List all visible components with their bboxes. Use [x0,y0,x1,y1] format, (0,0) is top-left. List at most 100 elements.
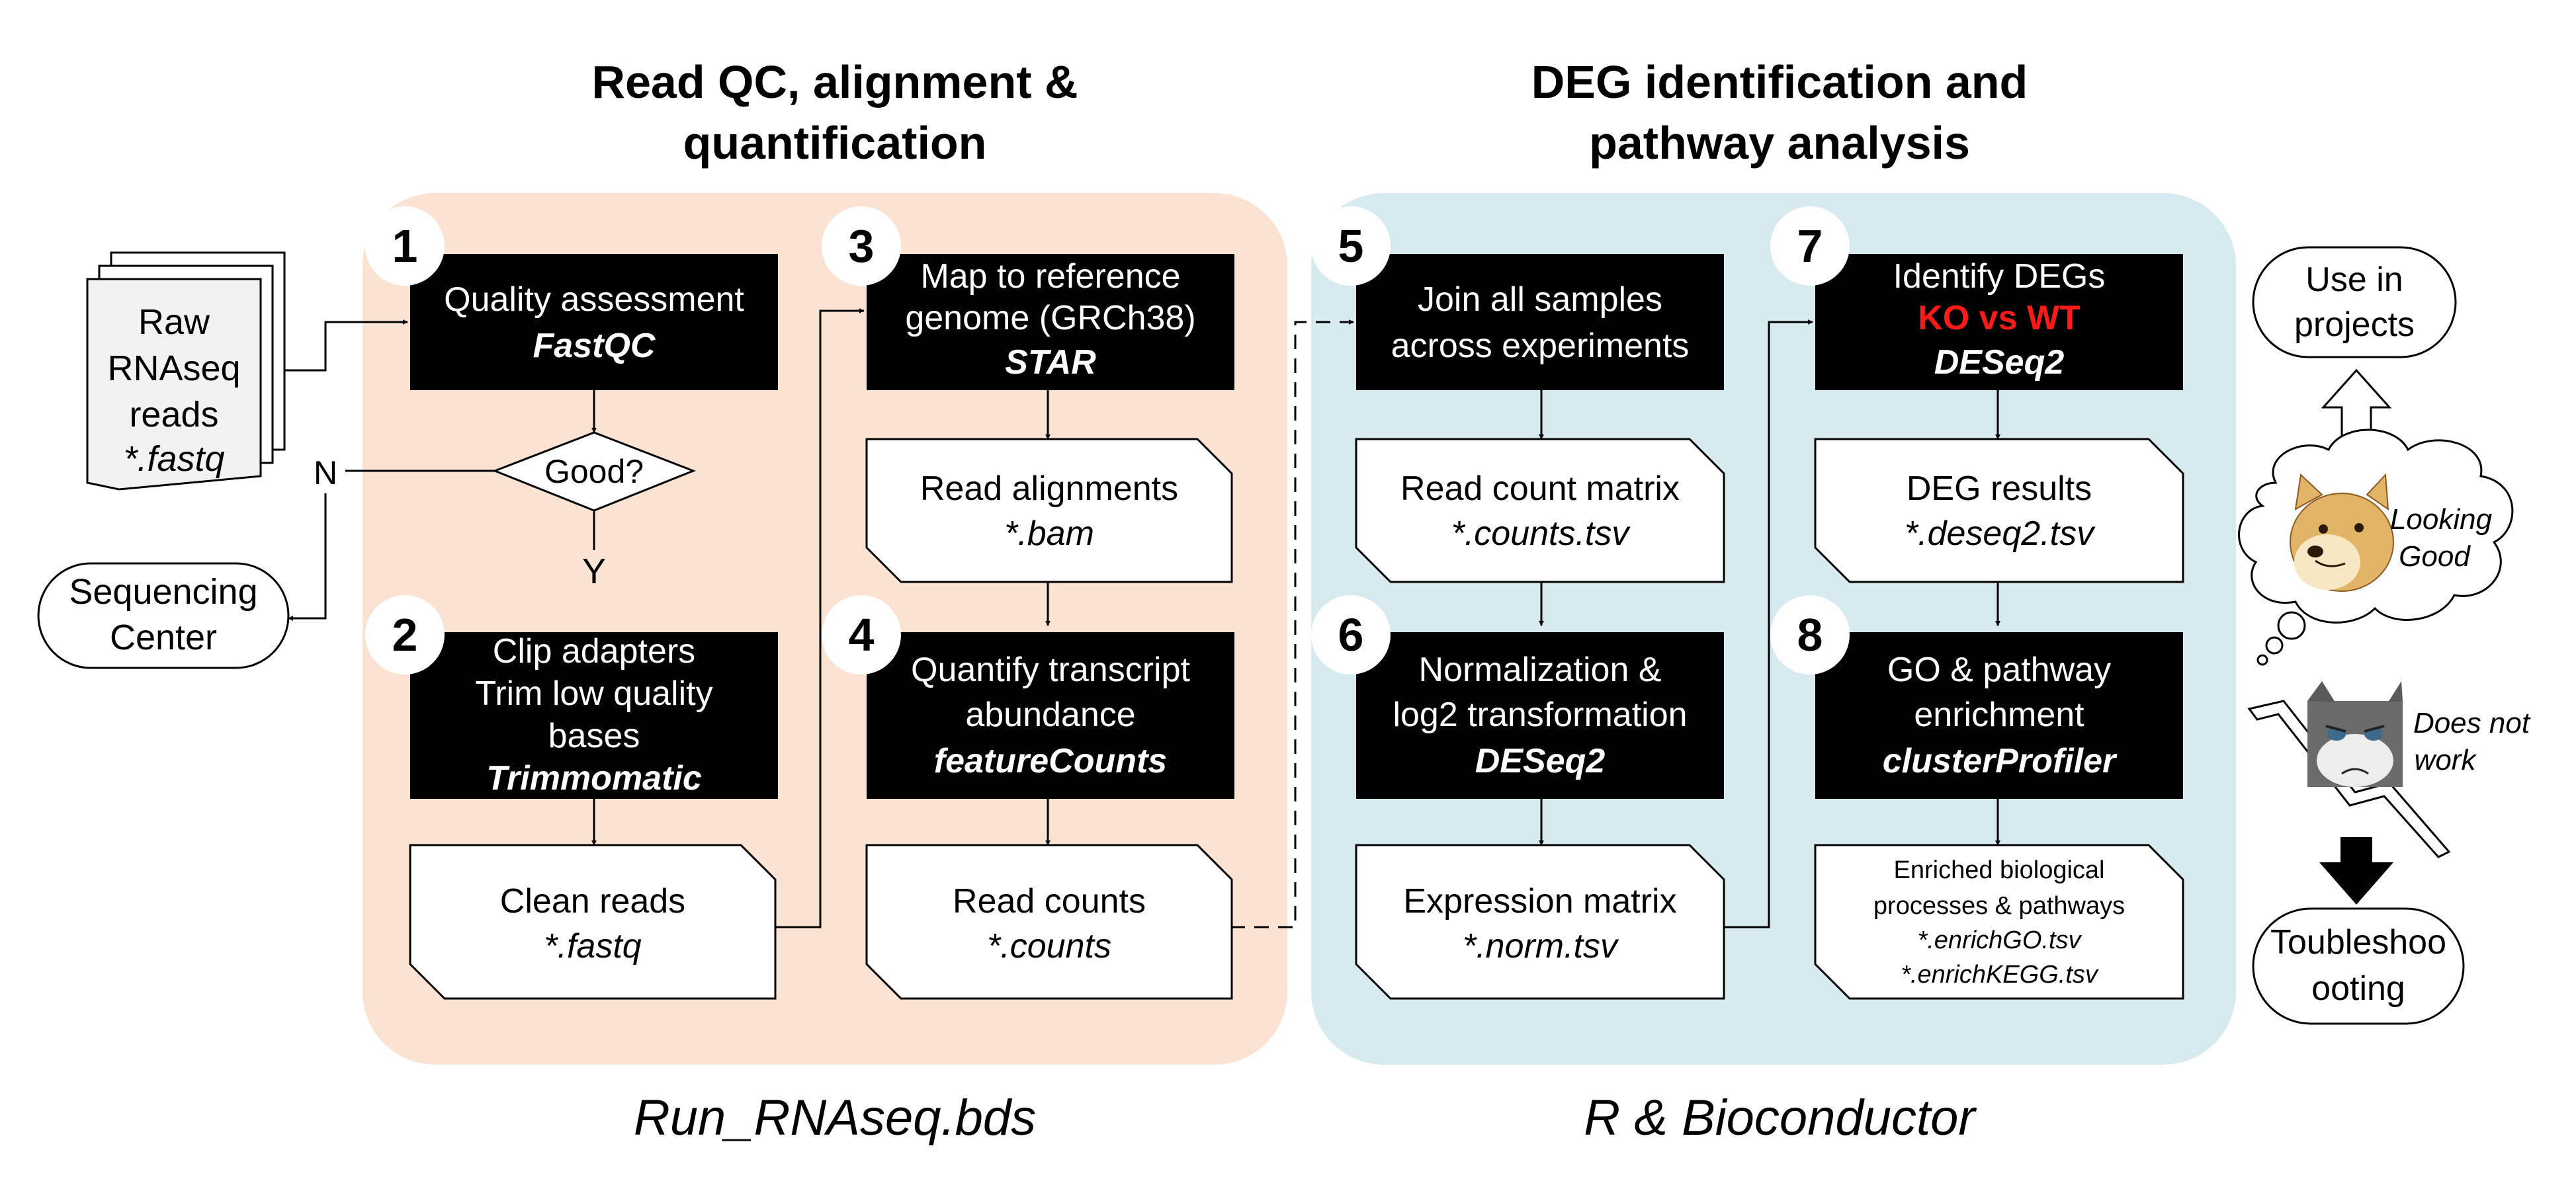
use-in-projects-terminal [2252,246,2457,358]
troubleshooting-terminal [2252,907,2465,1025]
does-not-work-label: Does not [2413,707,2531,739]
step-badges [365,206,1850,675]
decision-label: Good? [544,453,644,490]
enriched-label: Enriched biological [1894,856,2105,884]
step-7-tool: DESeq2 [1934,343,2065,382]
enriched-box [1814,844,2184,1000]
step-3-badge [822,206,901,286]
step-4-badge [822,595,901,675]
looking-good-label: Looking [2390,503,2493,536]
step-4-box [867,632,1234,799]
step-3-title: Map to reference [920,257,1180,296]
clean-reads-ext: *.fastq [544,927,641,965]
step-5-box [1356,254,1724,390]
sequencing-center-label: Sequencing [69,572,257,612]
step-7-box [1815,254,2183,390]
decision-diamond [492,431,697,512]
step-6-badge [1311,595,1391,675]
read-counts-box [865,844,1233,1000]
read-counts-ext: *.counts [987,927,1111,965]
deg-results-box [1814,438,2184,583]
edge-expr-to-s7 [1724,319,1813,928]
step-2-title: Clip adapters [493,632,695,671]
does-not-work-label-2: work [2415,744,2477,776]
read-alignments-ext: *.bam [1004,514,1094,553]
raw-reads-label-3: reads [129,395,218,434]
deg-section-title-2: pathway analysis [1589,117,1970,169]
raw-reads-stack [86,251,286,491]
step-4-title-2: abundance [965,696,1135,734]
looking-good-label-2: Good [2399,540,2471,573]
step-8-box [1815,632,2183,799]
troubleshooting-label: Toubleshoo [2270,923,2446,962]
troubleshooting-label-2: ooting [2311,969,2405,1008]
raw-reads-ext: *.fastq [123,439,224,479]
expression-matrix-label: Expression matrix [1403,882,1676,921]
read-count-matrix-box [1355,438,1725,583]
step-4-tool: featureCounts [934,742,1167,780]
step-7-comparison: KO vs WT [1918,299,2081,337]
step-6-title: Normalization & [1418,651,1661,689]
raw-reads-label: Raw [138,302,210,342]
step-1-badge [365,206,445,286]
step-8-tool: clusterProfiler [1883,742,2118,780]
doge-face-icon [2290,473,2394,592]
step-3-title-2: genome (GRCh38) [905,299,1195,337]
step-2-box [410,632,778,799]
expression-matrix-ext: *.norm.tsv [1463,927,1619,965]
step-8-badge [1770,595,1850,675]
edge-clean-to-s3 [775,308,865,928]
grumpy-cat-face-icon [2307,681,2403,787]
deg-section-footer: R & Bioconductor [1584,1090,1977,1146]
step-8-title: GO & pathway [1887,651,2111,689]
qc-section-title: Read QC, alignment & [591,56,1078,108]
sequencing-center-label-2: Center [110,618,217,657]
read-alignments-box [865,438,1233,583]
step-6-number: 6 [1338,609,1364,661]
step-3-tool: STAR [1005,343,1096,382]
step-6-title-2: log2 transformation [1393,696,1687,734]
step-2-tool: Trimmomatic [486,759,702,798]
step-7-number: 7 [1797,220,1823,272]
step-2-badge [365,595,445,675]
decision-no-label: N [314,454,337,491]
deg-results-label: DEG results [1907,470,2092,508]
step-5-number: 5 [1338,220,1364,272]
edge-raw-to-s1 [284,319,408,372]
read-count-matrix-ext: *.counts.tsv [1451,514,1631,553]
enriched-label-2: processes & pathways [1873,892,2125,920]
step-7-title: Identify DEGs [1893,257,2106,296]
edge-counts-to-s5 [1230,319,1354,928]
step-8-number: 8 [1797,609,1823,661]
step-7-badge [1770,206,1850,286]
step-1-box [410,254,778,390]
clean-reads-box [409,844,777,1000]
step-6-tool: DESeq2 [1475,742,1606,780]
step-3-box [867,254,1234,390]
step-5-title: Join all samples [1418,280,1662,319]
read-counts-label: Read counts [953,882,1146,921]
step-5-title-2: across experiments [1391,327,1690,365]
sequencing-center-terminal [37,562,290,669]
step-2-number: 2 [392,609,418,661]
step-4-number: 4 [849,609,875,661]
solid-down-arrow-icon [2319,837,2393,905]
step-6-box [1356,632,1724,799]
step-1-title: Quality assessment [444,280,744,319]
enriched-go-ext: *.enrichGO.tsv [1917,926,2082,954]
raw-reads-label-2: RNAseq [107,348,240,388]
step-5-badge [1311,206,1391,286]
read-alignments-label: Read alignments [920,470,1178,508]
enriched-kegg-ext: *.enrichKEGG.tsv [1901,961,2099,989]
read-count-matrix-label: Read count matrix [1400,470,1680,508]
step-8-title-2: enrichment [1914,696,2084,734]
qc-section-footer: Run_RNAseq.bds [634,1090,1036,1146]
deg-results-ext: *.deseq2.tsv [1905,514,2096,553]
expression-matrix-box [1355,844,1725,1000]
step-2-title-3: bases [548,717,640,755]
step-2-title-2: Trim low quality [475,675,712,713]
deg-section-title: DEG identification and [1531,56,2028,108]
step-1-tool: FastQC [533,327,656,365]
step-3-number: 3 [849,220,875,272]
clean-reads-label: Clean reads [500,882,685,921]
